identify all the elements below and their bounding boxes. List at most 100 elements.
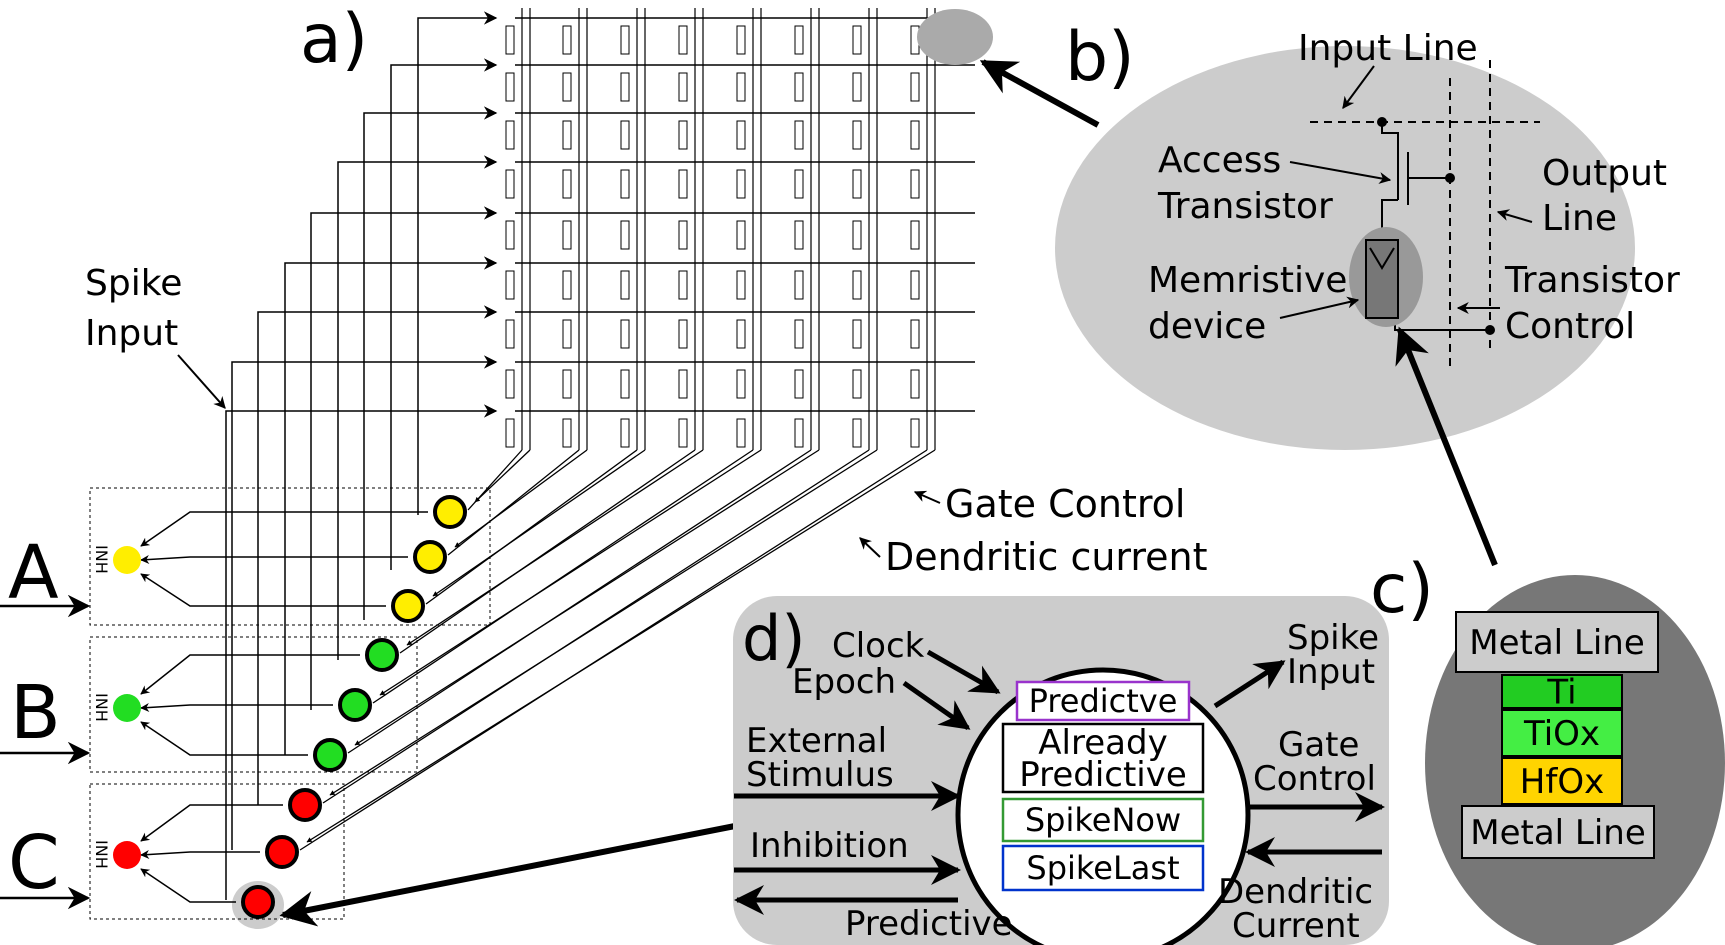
epoch-arrow <box>902 680 971 731</box>
inh-label-b: INH <box>92 693 111 722</box>
memristor-cell <box>562 25 572 55</box>
memristor-cell <box>736 369 746 399</box>
memristor-cell <box>562 270 572 300</box>
minicolumn-neuron <box>313 738 347 772</box>
minicolumn-neuron <box>338 688 372 722</box>
stack-layer-label: HfOx <box>1520 762 1604 802</box>
minicolumn-neuron <box>365 638 399 672</box>
spike-input-out-label-1: Spike <box>1287 618 1379 658</box>
memristor-cell <box>794 72 804 102</box>
memristor-cell <box>910 169 920 199</box>
memristor-cell <box>910 418 920 448</box>
memristive-device-label-2: device <box>1148 306 1266 347</box>
memristor-cell <box>794 169 804 199</box>
dendritic-lines <box>299 449 936 851</box>
memristor-cell <box>852 319 862 349</box>
minicolumn-neuron <box>413 540 447 574</box>
memristor-cell <box>620 418 630 448</box>
memristor-cell <box>678 270 688 300</box>
state-label: Predictve <box>1029 682 1178 720</box>
memristor-cell <box>678 120 688 150</box>
memristor-cell <box>620 25 630 55</box>
inhibition-line <box>140 555 408 564</box>
dendritic-current-pointer <box>859 537 881 558</box>
memristive-device-pointer <box>1279 296 1360 319</box>
minicolumn-box-a <box>89 487 491 626</box>
memristor-cell <box>852 25 862 55</box>
dendritic-line <box>306 449 936 843</box>
memristor-cell <box>852 120 862 150</box>
memristor-cell <box>505 169 515 199</box>
state-box <box>1001 797 1205 843</box>
memristor-cell <box>562 220 572 250</box>
memristor-cell <box>736 25 746 55</box>
memristor-cell <box>736 120 746 150</box>
memristor-cell <box>794 25 804 55</box>
memristor-cell <box>505 220 515 250</box>
spike-input-pointer <box>177 354 226 409</box>
inhibition-line <box>140 850 260 859</box>
spike-input-label-2: Input <box>85 313 178 354</box>
memristor-cell <box>736 319 746 349</box>
memristor-cell <box>794 319 804 349</box>
memristor-cell <box>678 319 688 349</box>
memristor-cell <box>505 72 515 102</box>
state-box <box>1015 680 1191 722</box>
memristor-cell <box>794 418 804 448</box>
dendritic-line <box>406 449 704 646</box>
memristor-cell <box>852 369 862 399</box>
clock-arrow <box>926 649 1001 695</box>
minicolumn-neuron <box>265 835 299 869</box>
spike-feed-line <box>284 256 498 755</box>
spike-input-out-label-2: Input <box>1287 652 1375 692</box>
state-box <box>1001 722 1205 794</box>
dendritic-line <box>432 449 646 597</box>
memristor-cell <box>910 220 920 250</box>
memristor-symbol <box>1365 239 1399 319</box>
inhibition-line <box>140 721 308 756</box>
dendritic-line <box>354 449 820 746</box>
memristor-cell <box>852 270 862 300</box>
spike-feed-line <box>225 404 498 900</box>
memristor-cell <box>562 72 572 102</box>
panel-a-label: a) <box>300 0 368 79</box>
gate-control-out-label-2: Control <box>1253 759 1376 799</box>
memristor-cell <box>910 270 920 300</box>
input-line-label: Input Line <box>1298 28 1478 69</box>
memristor-cell <box>505 418 515 448</box>
gate-line <box>447 449 580 556</box>
memristor-cell <box>852 72 862 102</box>
spike-input-label-1: Spike <box>85 263 182 304</box>
minicolumn-neuron <box>391 589 425 623</box>
memristor-cell <box>910 369 920 399</box>
memristor-cell <box>736 169 746 199</box>
stack-layer <box>1501 757 1623 805</box>
dendritic-current-in-label-2: Current <box>1232 906 1360 945</box>
spike-feed-line <box>310 206 498 710</box>
stack-layer <box>1501 674 1623 709</box>
memristor-cell <box>794 220 804 250</box>
memristor-cell <box>852 169 862 199</box>
spike-feed-line <box>417 11 498 515</box>
memristor-cell <box>910 72 920 102</box>
cell-schematic <box>1310 60 1540 368</box>
gate-line <box>399 449 696 654</box>
access-transistor-label-2: Transistor <box>1157 186 1333 227</box>
inh-label-a: INH <box>92 545 111 574</box>
spike-feed-line <box>231 355 498 850</box>
output-node-dot <box>1445 173 1455 183</box>
output-line-pointer <box>1496 209 1533 223</box>
output-line-label-1: Output <box>1542 153 1667 194</box>
dendritic-line <box>474 449 531 503</box>
memristor-mark <box>1369 247 1395 270</box>
stack-layer-label: Metal Line <box>1470 813 1646 853</box>
memristor-cell <box>678 369 688 399</box>
memristor-cell <box>678 220 688 250</box>
dendritic-line <box>329 449 878 796</box>
memristor-cell <box>794 270 804 300</box>
inhibition-label: Inhibition <box>750 826 909 866</box>
pointer-stack-to-cell <box>1395 326 1498 567</box>
neuron-states: PredictveAlreadyPredictiveSpikeNowSpikeL… <box>1001 680 1205 892</box>
inhibition-line <box>140 654 360 695</box>
